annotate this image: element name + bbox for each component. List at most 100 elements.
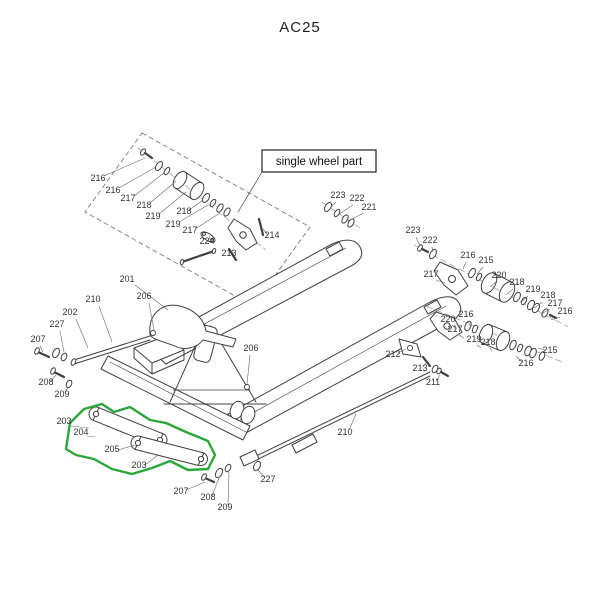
- load-roller: [229, 400, 256, 425]
- rod-bracket-group: [398, 338, 450, 378]
- leader-line: [64, 386, 69, 394]
- part-number-label: 218: [509, 277, 524, 287]
- part-number-label: 218: [176, 206, 191, 216]
- part-number-label: 207: [30, 334, 45, 344]
- leader-line: [476, 344, 482, 349]
- part-number-label: 219: [145, 211, 160, 221]
- part-number-label: 204: [73, 427, 88, 437]
- leader-line: [246, 354, 251, 385]
- pin: [421, 355, 432, 368]
- bolt-head: [139, 148, 147, 156]
- washer: [538, 351, 546, 361]
- spacer: [341, 214, 349, 224]
- part-number-label: 215: [478, 255, 493, 265]
- washer: [154, 161, 164, 171]
- part-number-label: 202: [62, 307, 77, 317]
- link-rod: [179, 247, 217, 266]
- steer-rod: [34, 335, 151, 389]
- handle-pivot-pin: [150, 330, 156, 336]
- leader-line: [489, 281, 497, 288]
- washer: [429, 248, 437, 260]
- washer: [252, 460, 262, 472]
- leader-line: [338, 204, 354, 215]
- leader-line: [75, 318, 89, 349]
- leader-line: [451, 324, 458, 330]
- leader-line: [458, 334, 465, 339]
- part-number-label: 203: [131, 460, 146, 470]
- callout-label: single wheel part: [276, 156, 363, 168]
- part-number-label: 211: [426, 377, 440, 387]
- fastener-trio: [321, 201, 361, 229]
- part-number-label: 213: [221, 248, 236, 258]
- right-wheel-exploded-lower: [425, 305, 563, 363]
- lever-arms: [88, 406, 208, 466]
- part-number-label: 220: [440, 314, 455, 324]
- part-number-label: 227: [260, 474, 275, 484]
- part-number-label: 223: [405, 225, 420, 235]
- right-wheel-exploded-upper: [413, 244, 569, 328]
- bolt: [52, 370, 66, 379]
- leader-line: [435, 279, 446, 284]
- part-number-label: 220: [491, 270, 506, 280]
- part-number-label: 201: [119, 274, 134, 284]
- leader-line: [262, 228, 269, 236]
- fork-rear: [227, 296, 462, 435]
- handle-assembly: [149, 304, 237, 349]
- part-number-label: 216: [458, 309, 473, 319]
- leader-line: [467, 320, 472, 328]
- washer: [224, 463, 232, 473]
- wheel-roller: [480, 272, 516, 303]
- leader-line: [178, 204, 209, 223]
- leader-line: [188, 199, 204, 211]
- leader-line: [329, 201, 337, 209]
- part-number-label: 209: [54, 389, 69, 399]
- leader-line: [39, 345, 44, 353]
- callout-box: single wheel part: [237, 149, 377, 213]
- part-number-label: 219: [466, 334, 481, 344]
- spacer: [216, 203, 231, 217]
- part-number-label: 213: [412, 363, 427, 373]
- washer: [60, 352, 68, 362]
- leader-line: [505, 288, 514, 296]
- bolt: [36, 350, 51, 359]
- leader-line: [257, 469, 266, 479]
- part-number-label: 222: [349, 193, 364, 203]
- part-number-label: 219: [525, 284, 540, 294]
- fork-front-slot: [325, 241, 344, 257]
- washer: [209, 198, 217, 208]
- leader-line: [211, 477, 220, 497]
- part-number-label: 216: [518, 358, 533, 368]
- leader-line: [98, 305, 113, 343]
- leader-line: [133, 172, 165, 197]
- part-number-label: 214: [264, 230, 279, 240]
- chassis: [100, 335, 251, 441]
- bolt: [548, 313, 558, 320]
- leader-line: [194, 212, 221, 230]
- highlight-outline: [64, 402, 217, 476]
- part-number-label: 219: [165, 219, 180, 229]
- leader-line: [59, 330, 65, 353]
- washer: [516, 343, 524, 353]
- leader-line: [86, 435, 96, 438]
- leader-line: [348, 413, 357, 431]
- washer: [214, 467, 224, 479]
- leader-line: [118, 166, 157, 189]
- part-number-label: 206: [243, 343, 258, 353]
- pivot-pin: [244, 384, 250, 390]
- single-wheel-exploded: [139, 148, 265, 262]
- bolt: [203, 476, 216, 484]
- leader-line: [347, 212, 365, 222]
- leader-lines: [39, 157, 561, 506]
- washer: [468, 267, 476, 279]
- callout-leader: [237, 171, 263, 213]
- part-number-label: 218: [540, 290, 555, 300]
- fork-rear-slot: [423, 299, 442, 315]
- part-number-label: 224: [199, 236, 214, 246]
- leader-line: [422, 362, 427, 368]
- washer: [201, 193, 211, 203]
- washer: [323, 202, 333, 212]
- leader-line: [397, 348, 407, 354]
- leader-line: [537, 347, 546, 351]
